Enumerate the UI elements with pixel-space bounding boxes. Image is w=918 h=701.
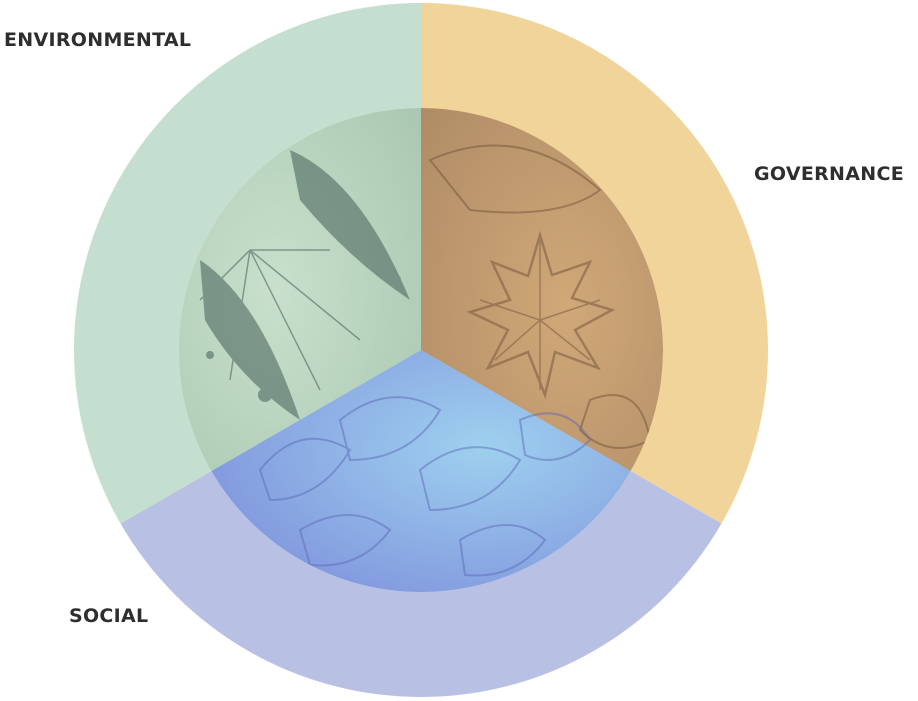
governance-inner-segment bbox=[421, 108, 663, 471]
leaf-icon bbox=[199, 150, 410, 420]
inner-photo-disc bbox=[179, 108, 663, 592]
social-photo bbox=[211, 350, 631, 592]
petals-icon bbox=[258, 396, 592, 577]
social-label: SOCIAL bbox=[69, 605, 149, 627]
governance-label: GOVERNANCE bbox=[754, 163, 904, 185]
environmental-inner-segment bbox=[179, 108, 421, 471]
environmental-label: ENVIRONMENTAL bbox=[4, 29, 192, 51]
social-inner-segment bbox=[211, 350, 631, 592]
environmental-photo bbox=[179, 108, 421, 471]
